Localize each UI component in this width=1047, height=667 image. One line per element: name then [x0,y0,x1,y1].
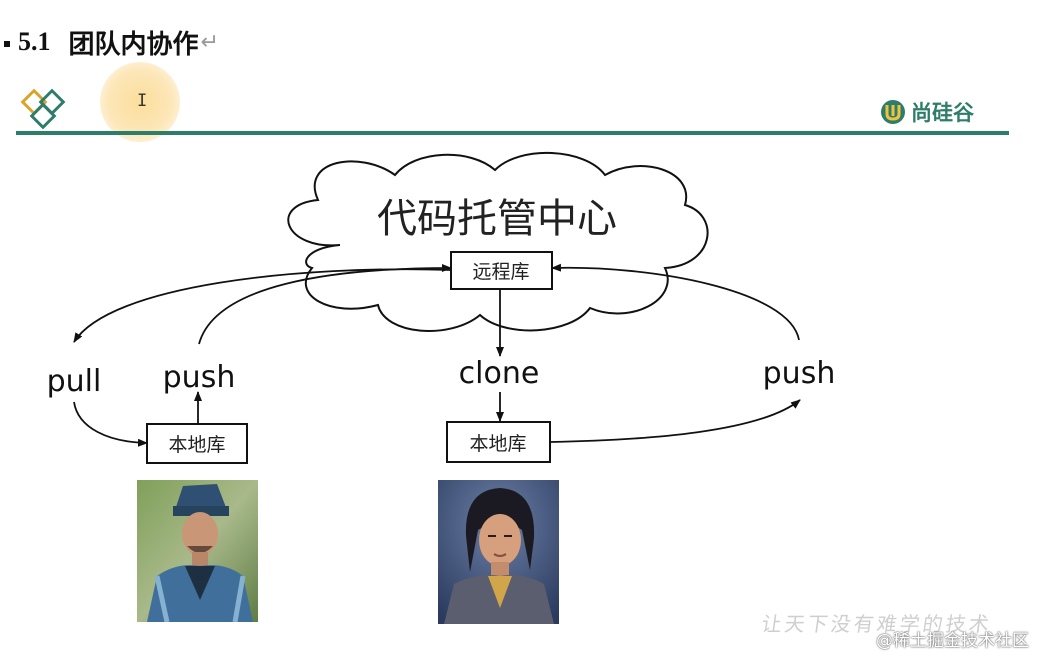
push-right-arrow-top [551,263,800,341]
header-divider [16,131,1009,135]
section-title: 团队内协作 [68,29,199,59]
push-right-arrow-bottom [549,399,801,443]
clone-label: clone [459,356,540,391]
credit-text: @稀土掘金技术社区 [876,631,1029,651]
local-repo-right-box: 本地库 [446,421,551,463]
push-right-label: push [763,356,836,391]
section-number: 5.1 [18,27,51,56]
pull-label: pull [47,364,102,399]
bullet-icon [4,41,10,47]
brand-logo-icon [881,100,905,124]
local-repo-right-label: 本地库 [469,433,526,455]
local-repo-left-box: 本地库 [146,423,248,464]
remote-repo-label: 远程库 [472,261,529,283]
text-cursor-icon: I [137,91,148,111]
pull-arrow-bottom [73,401,148,447]
right-character-portrait [438,480,559,624]
page-title: 5.1 团队内协作 ↵ [4,22,219,62]
brand-name: 尚硅谷 [911,101,975,125]
push-left-label: push [163,360,236,395]
brand-logo: 尚硅谷 [881,100,975,125]
diamond-logo-icon [20,88,66,130]
cursor-highlight [100,62,180,142]
local-repo-left-label: 本地库 [168,434,225,456]
cloud-label: 代码托管中心 [377,196,617,242]
cloud-shape [287,152,709,332]
left-character-portrait [137,480,258,622]
remote-repo-box: 远程库 [450,251,553,290]
paragraph-mark: ↵ [200,29,219,54]
push-left-arrow-top [198,264,452,345]
